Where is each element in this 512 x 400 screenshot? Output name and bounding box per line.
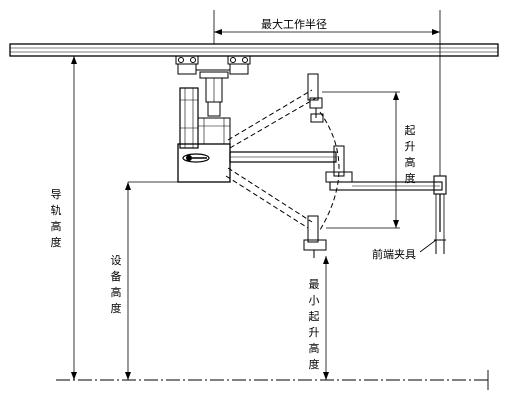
dim-max-radius [213, 10, 441, 176]
label-lifting-height: 起 升 高 度 [405, 124, 416, 185]
svg-text:高: 高 [405, 155, 416, 169]
front-clamp [433, 175, 447, 254]
svg-text:小: 小 [309, 294, 320, 307]
trolley-left [175, 55, 199, 75]
carriage [196, 69, 230, 117]
svg-text:最: 最 [309, 278, 320, 291]
label-rail-height: 导 轨 高 度 [51, 188, 62, 249]
svg-text:升: 升 [309, 326, 320, 339]
svg-text:高: 高 [111, 285, 122, 299]
svg-text:备: 备 [111, 269, 122, 283]
svg-text:度: 度 [405, 171, 416, 185]
svg-text:度: 度 [309, 357, 320, 371]
label-max-radius: 最大工作半径 [261, 17, 327, 31]
floor-line [56, 370, 489, 390]
svg-text:升: 升 [405, 140, 416, 153]
svg-text:导: 导 [51, 188, 62, 201]
dim-min-lifting-height [323, 256, 329, 380]
overhead-rail [9, 43, 499, 57]
svg-text:度: 度 [51, 235, 62, 249]
swing-arc [319, 111, 340, 231]
label-min-lifting-height: 最 小 起 升 高 度 [309, 278, 320, 371]
dim-rail-height [71, 56, 77, 380]
label-front-clamp: 前端夹具 [372, 247, 416, 261]
svg-text:设: 设 [111, 254, 122, 267]
svg-text:度: 度 [111, 301, 122, 315]
dim-lifting-height [322, 91, 400, 229]
svg-text:高: 高 [309, 341, 320, 355]
svg-text:高: 高 [51, 219, 62, 233]
mast-cylinder [179, 87, 199, 149]
company-logo-icon [182, 153, 210, 163]
svg-text:起: 起 [309, 310, 320, 323]
label-equipment-height: 设 备 高 度 [111, 254, 122, 315]
trolley-right [227, 55, 251, 75]
base-housing [177, 117, 231, 183]
arm-lower-position [225, 167, 327, 258]
svg-text:起: 起 [405, 124, 416, 137]
dim-equipment-height [125, 181, 178, 380]
svg-text:轨: 轨 [51, 203, 62, 217]
arm-upper-position [227, 73, 324, 149]
clamp-leader [419, 239, 437, 253]
